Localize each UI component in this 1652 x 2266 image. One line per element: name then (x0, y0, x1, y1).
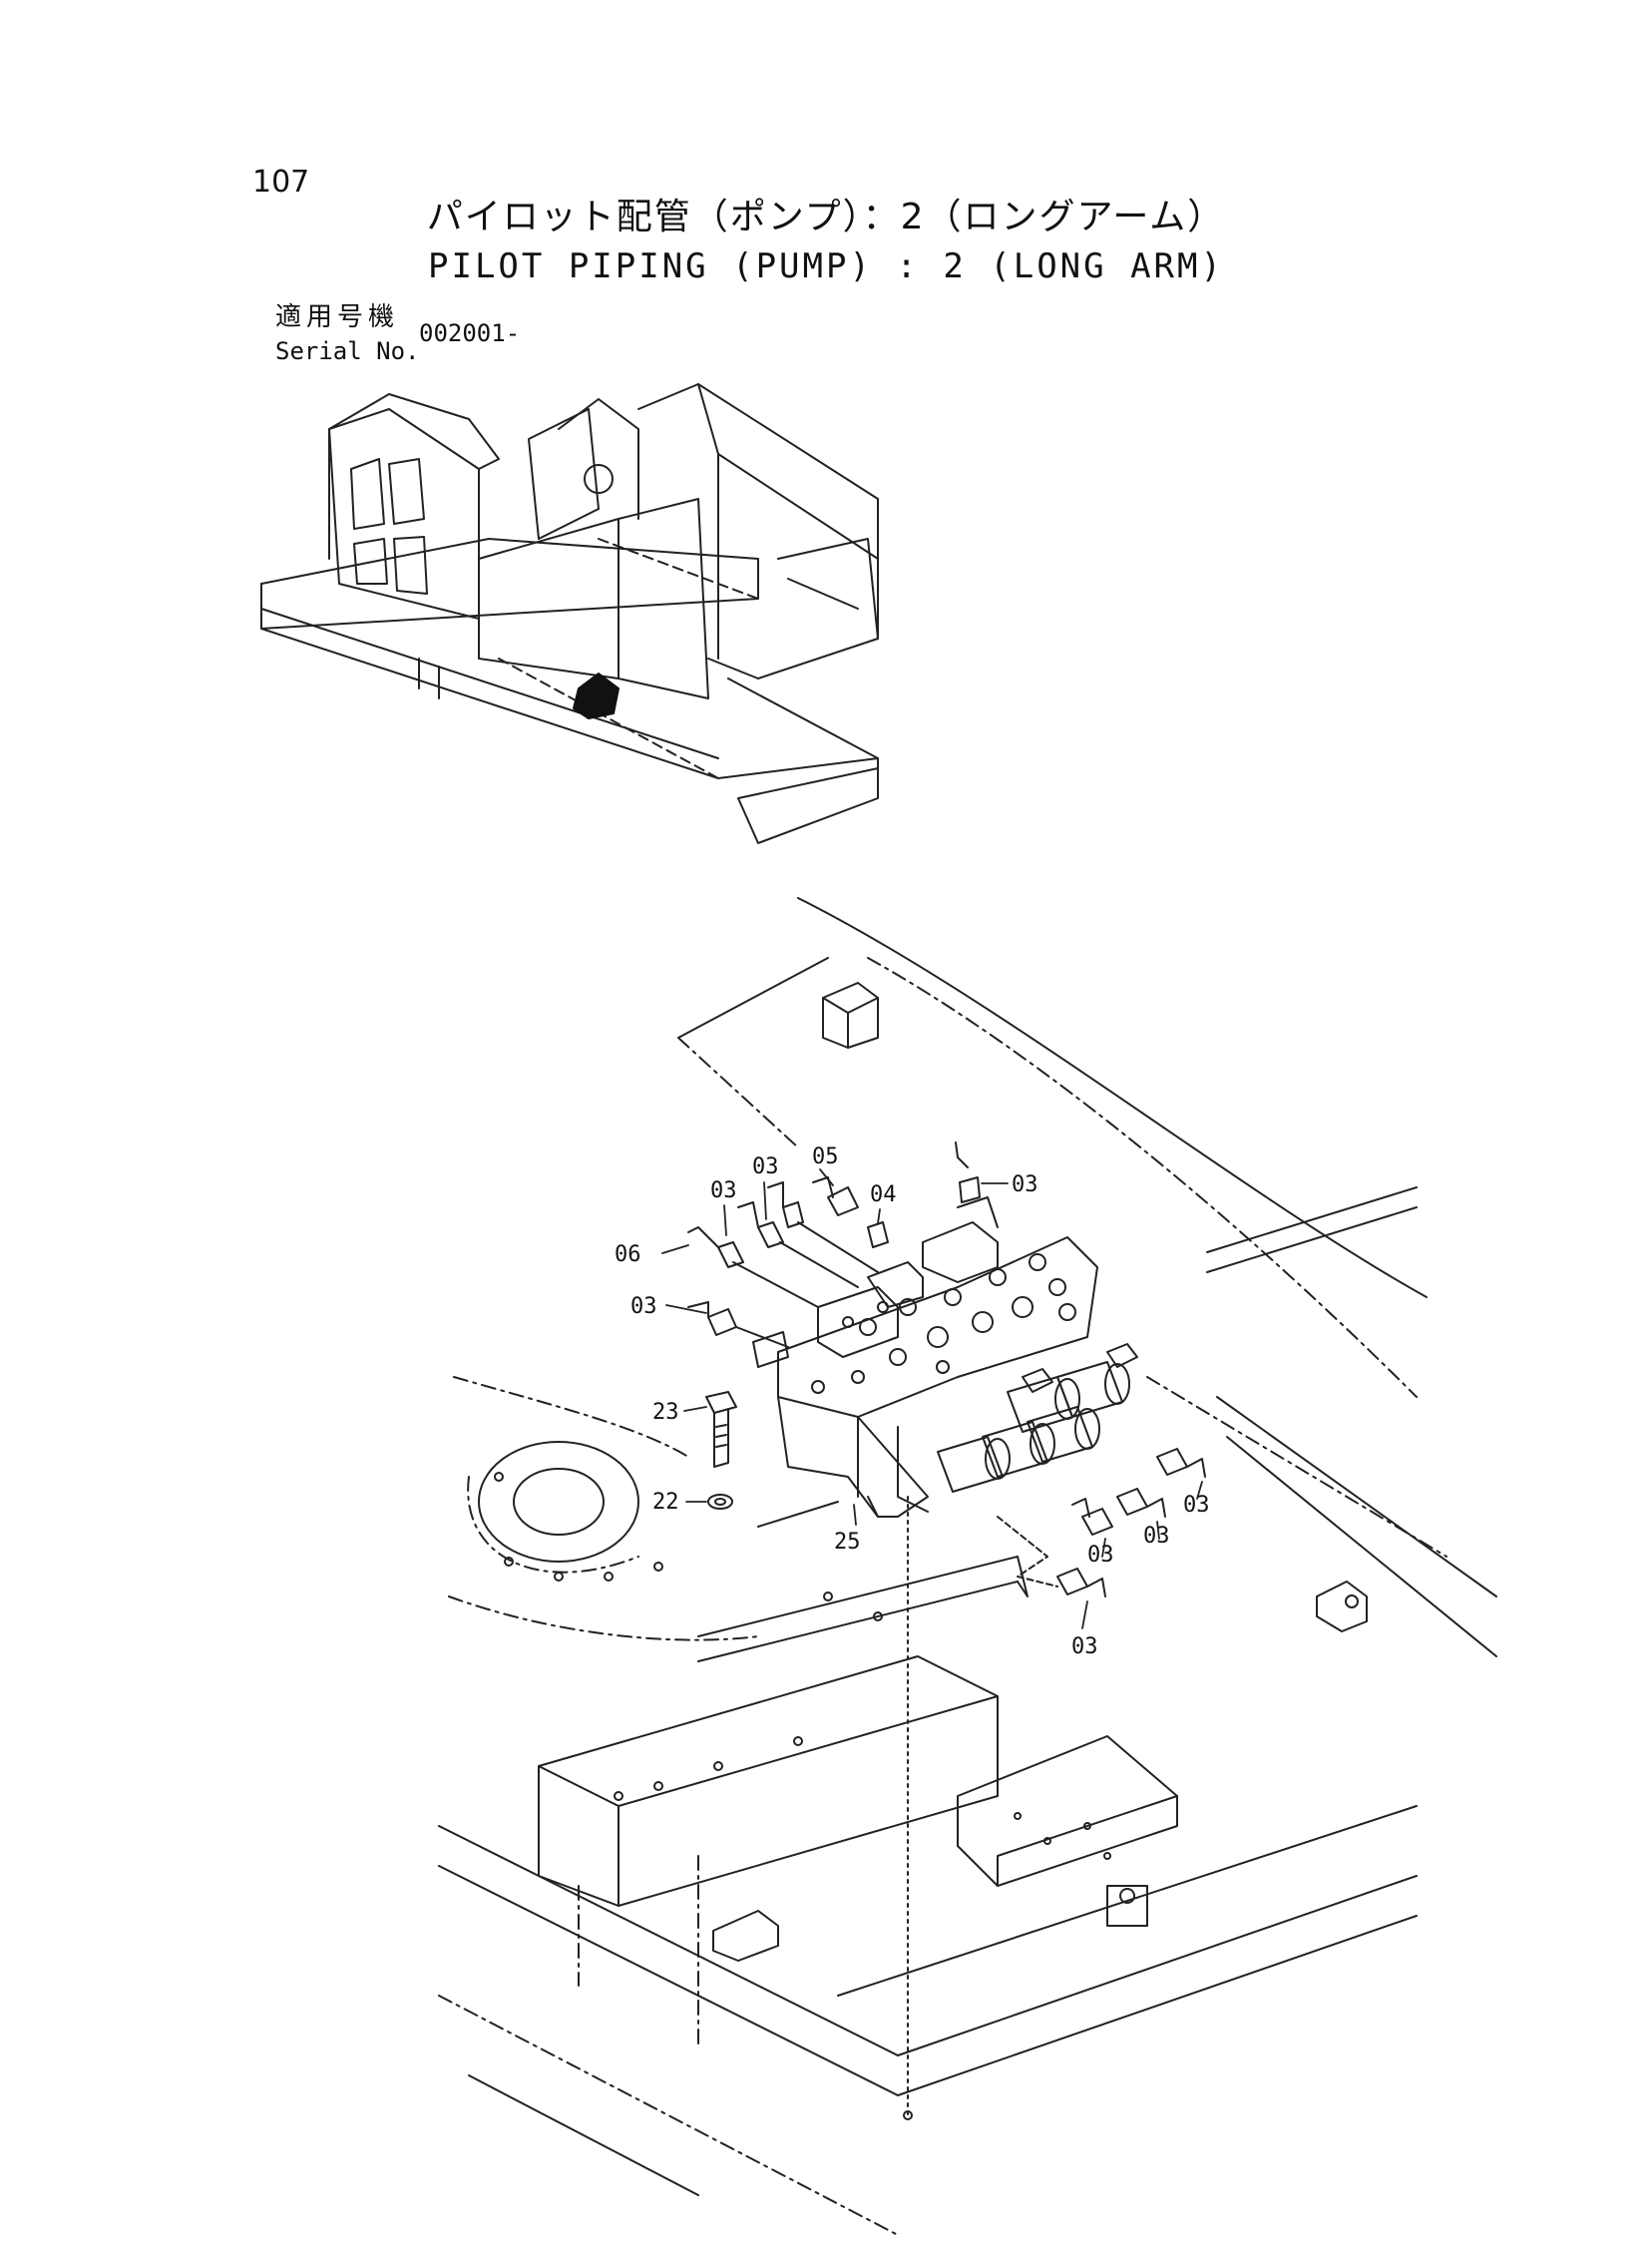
serial-label-japanese: 適用号機 (275, 302, 400, 332)
page-number: 107 (252, 165, 310, 200)
callout-03-a: 03 (710, 1178, 737, 1203)
callout-05: 05 (812, 1144, 839, 1169)
callout-03-c: 03 (1012, 1172, 1038, 1197)
callout-06: 06 (615, 1242, 641, 1267)
serial-number-value: 002001- (419, 319, 521, 347)
callout-04: 04 (870, 1182, 897, 1207)
pilot-valve-block (752, 1196, 1138, 1518)
page-title-japanese: パイロット配管（ポンプ）：2（ロングアーム） (426, 197, 1226, 237)
callout-03-g: 03 (1087, 1543, 1114, 1568)
solenoid-cartridge-5 (1056, 1361, 1130, 1418)
page-title-english: PILOT PIPING (PUMP) : 2 (LONG ARM) (428, 246, 1224, 286)
upperstructure-frame (438, 897, 1497, 2236)
highlighted-valve-marker (573, 673, 620, 719)
solenoid-cartridge-1 (937, 1436, 1011, 1493)
callout-03-h: 03 (1071, 1634, 1098, 1659)
callout-03-f: 03 (1143, 1524, 1170, 1549)
callout-leaders (661, 1168, 1203, 1629)
callout-03-b: 03 (752, 1154, 779, 1179)
callout-labels: 03 03 05 04 03 06 03 23 22 25 03 03 03 0… (615, 1144, 1210, 1659)
pipe-fittings (687, 1141, 1206, 1597)
solenoid-cartridge-2 (982, 1421, 1055, 1478)
callout-22: 22 (652, 1490, 679, 1515)
callout-25: 25 (834, 1530, 861, 1555)
callout-23: 23 (652, 1400, 679, 1425)
serial-label-english: Serial No. (275, 337, 420, 365)
callout-03-e: 03 (1183, 1493, 1210, 1518)
machine-overview-illustration (260, 383, 879, 844)
solenoid-cartridge-3 (1027, 1406, 1100, 1463)
callout-03-d: 03 (630, 1294, 657, 1319)
